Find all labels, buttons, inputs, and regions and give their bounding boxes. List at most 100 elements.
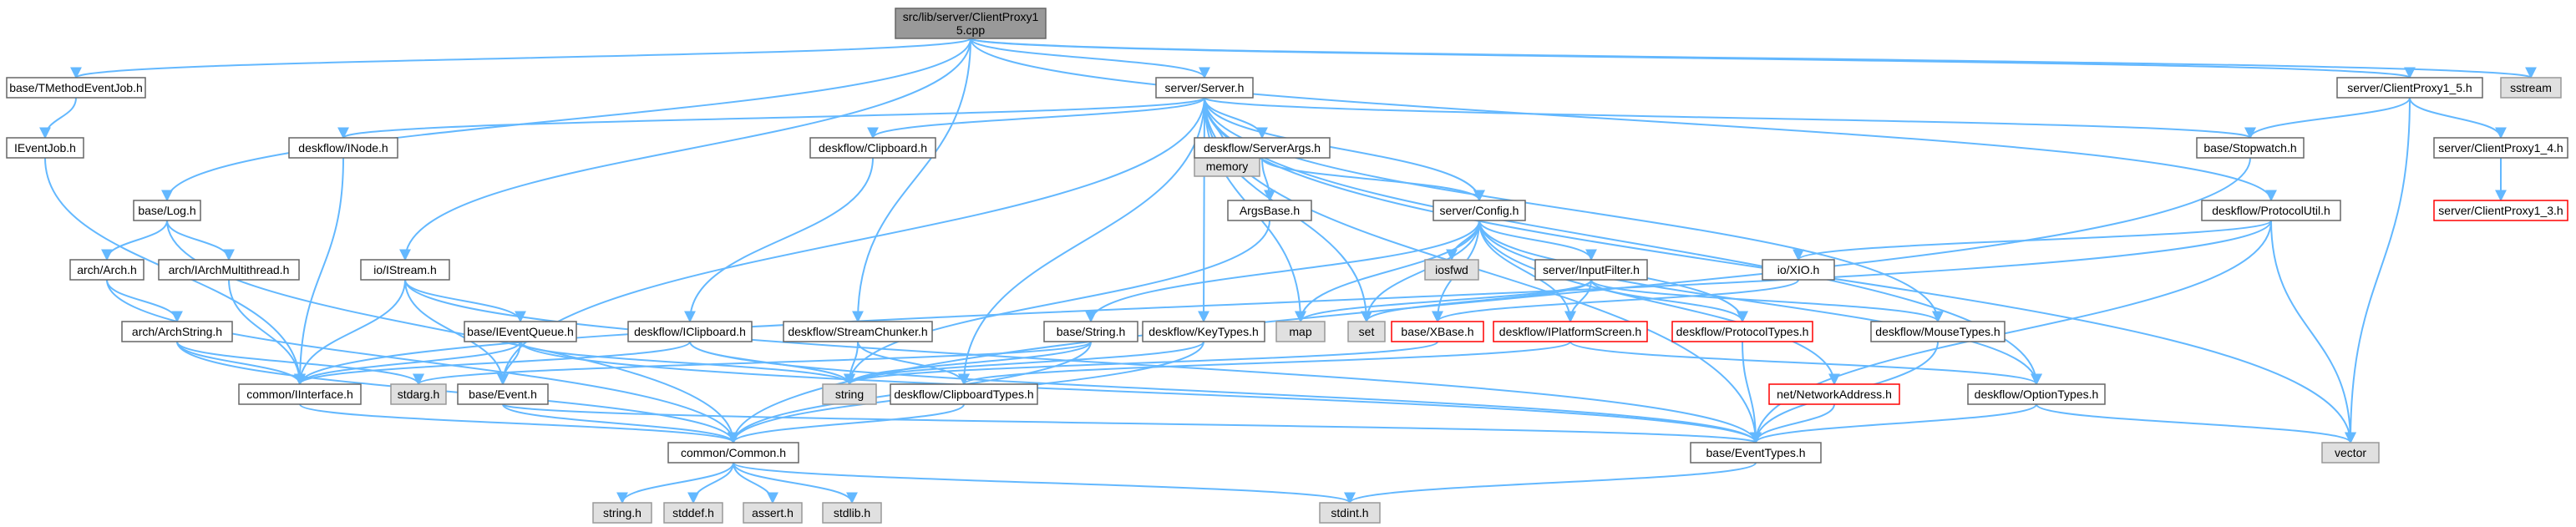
node-label-stopwatch: base/Stopwatch.h [2203, 141, 2296, 155]
node-box-stdarg [390, 383, 447, 405]
edge-root-to-server [970, 38, 1210, 79]
node-protoutil[interactable]: deskflow/ProtocolUtil.h [2201, 200, 2341, 221]
edge-xbase-to-string [844, 341, 1438, 386]
node-clipboard[interactable]: deskflow/Clipboard.h [809, 137, 936, 159]
edge-config-to-set [1361, 220, 1480, 323]
node-box-inode [288, 137, 398, 159]
node-log[interactable]: base/Log.h [133, 200, 201, 221]
edge-istream-to-eventtypes [404, 279, 1762, 444]
edge-archstring-to-iinterface [176, 341, 306, 386]
node-cp15h[interactable]: server/ClientProxy1_5.h [2336, 77, 2483, 99]
node-box-eventtypes [1690, 442, 1822, 464]
edge-root-to-log [161, 38, 971, 202]
edge-protoutil-to-iinterface [294, 220, 2272, 386]
edge-root-to-protoutil [970, 38, 2277, 202]
node-label-mousetypes: deskflow/MouseTypes.h [1875, 325, 2000, 338]
node-string: string [822, 383, 877, 405]
node-label-protoutil: deskflow/ProtocolUtil.h [2212, 204, 2330, 217]
node-basestring[interactable]: base/String.h [1043, 321, 1138, 342]
node-iclipboard[interactable]: deskflow/IClipboard.h [627, 321, 753, 342]
edge-basestring-to-string [844, 341, 1092, 386]
node-istream[interactable]: io/IStream.h [360, 259, 450, 281]
node-label-ieventqueue: base/IEventQueue.h [467, 325, 574, 338]
node-label-tmethod: base/TMethodEventJob.h [9, 81, 143, 94]
node-cp14[interactable]: server/ClientProxy1_4.h [2433, 137, 2568, 159]
node-label-keytypes: deskflow/KeyTypes.h [1149, 325, 1259, 338]
node-config[interactable]: server/Config.h [1433, 200, 1526, 221]
node-box-iarchmt [158, 259, 300, 281]
edge-inputfilter-to-iplatform [1564, 279, 1592, 323]
node-label-eventtypes: base/EventTypes.h [1706, 446, 1805, 459]
node-memory: memory [1194, 155, 1260, 177]
node-label-arch: arch/Arch.h [77, 263, 137, 276]
node-tmethod[interactable]: base/TMethodEventJob.h [6, 77, 146, 99]
edge-cliptypes-to-common [728, 403, 965, 444]
node-label-common: common/Common.h [681, 446, 786, 459]
node-arch[interactable]: arch/Arch.h [69, 259, 145, 281]
node-box-istream [360, 259, 450, 281]
edge-config-to-inputfilter [1478, 220, 1597, 261]
node-box-assert [743, 502, 803, 524]
node-label-string: string [835, 388, 864, 401]
node-iarchmt[interactable]: arch/IArchMultithread.h [158, 259, 300, 281]
node-box-iplatform [1493, 321, 1648, 342]
node-prototypes[interactable]: deskflow/ProtocolTypes.h [1671, 321, 1813, 342]
node-label-cp14: server/ClientProxy1_4.h [2438, 141, 2563, 155]
node-netaddr[interactable]: net/NetworkAddress.h [1768, 383, 1900, 405]
node-box-clipboard [809, 137, 936, 159]
node-ieventjob[interactable]: IEventJob.h [6, 137, 84, 159]
node-argsbase[interactable]: ArgsBase.h [1227, 200, 1312, 221]
node-box-iosfwd [1424, 259, 1479, 281]
node-label-stringh: string.h [603, 506, 641, 519]
node-label-root: src/lib/server/ClientProxy1 [903, 10, 1039, 23]
node-box-stdint [1319, 502, 1381, 524]
node-cliptypes[interactable]: deskflow/ClipboardTypes.h [890, 383, 1038, 405]
node-inputfilter[interactable]: server/InputFilter.h [1534, 259, 1648, 281]
node-common[interactable]: common/Common.h [667, 442, 799, 464]
node-keytypes[interactable]: deskflow/KeyTypes.h [1142, 321, 1265, 342]
node-event[interactable]: base/Event.h [457, 383, 549, 405]
node-iplatform[interactable]: deskflow/IPlatformScreen.h [1493, 321, 1648, 342]
edge-common-to-stdlib [733, 462, 858, 504]
node-label-xbase: base/XBase.h [1401, 325, 1473, 338]
node-box-ieventqueue [464, 321, 577, 342]
node-stdarg: stdarg.h [390, 383, 447, 405]
node-box-inputfilter [1534, 259, 1648, 281]
node-box-stdlib [822, 502, 882, 524]
edge-iclipboard-to-eventtypes [689, 341, 1762, 444]
node-label-iclipboard: deskflow/IClipboard.h [634, 325, 746, 338]
node-archstring[interactable]: arch/ArchString.h [121, 321, 233, 342]
node-box-keytypes [1142, 321, 1265, 342]
node-label-iplatform: deskflow/IPlatformScreen.h [1499, 325, 1641, 338]
node-label-server: server/Server.h [1165, 81, 1245, 94]
edge-common-to-stddef [687, 462, 734, 504]
edge-iclipboard-to-iinterface [294, 341, 691, 386]
node-inode[interactable]: deskflow/INode.h [288, 137, 398, 159]
node-box-vector [2321, 442, 2380, 464]
node-cp13[interactable]: server/ClientProxy1_3.h [2433, 200, 2568, 221]
node-label-sstream: sstream [2510, 81, 2552, 94]
node-streamchunker[interactable]: deskflow/StreamChunker.h [783, 321, 933, 342]
node-optiontypes[interactable]: deskflow/OptionTypes.h [1967, 383, 2106, 405]
node-server[interactable]: server/Server.h [1155, 77, 1254, 99]
node-eventtypes[interactable]: base/EventTypes.h [1690, 442, 1822, 464]
edge-cp15h-to-cp14 [2409, 97, 2507, 139]
edge-server-to-stopwatch [1204, 97, 2256, 139]
node-mousetypes[interactable]: deskflow/MouseTypes.h [1870, 321, 2006, 342]
node-box-stringh [592, 502, 652, 524]
edge-event-to-common [502, 403, 739, 444]
node-ieventqueue[interactable]: base/IEventQueue.h [464, 321, 577, 342]
edge-arch-to-archstring [106, 279, 183, 323]
node-xbase[interactable]: base/XBase.h [1391, 321, 1484, 342]
node-box-server [1155, 77, 1254, 99]
node-iinterface[interactable]: common/IInterface.h [238, 383, 362, 405]
edge-ieventqueue-to-eventtypes [520, 341, 1762, 444]
edge-root-to-sstream [970, 38, 2536, 79]
node-serverargs[interactable]: deskflow/ServerArgs.h [1194, 137, 1331, 159]
edge-archstring-to-stdarg [176, 341, 424, 386]
node-set: set [1347, 321, 1386, 342]
node-box-common [667, 442, 799, 464]
node-stopwatch[interactable]: base/Stopwatch.h [2196, 137, 2305, 159]
node-xio[interactable]: io/XIO.h [1762, 259, 1835, 281]
